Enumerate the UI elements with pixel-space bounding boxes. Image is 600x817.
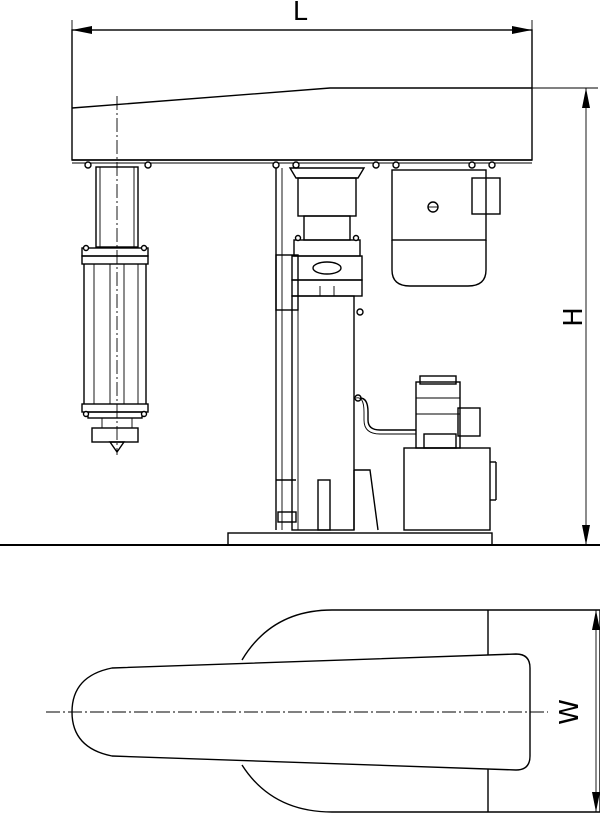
main-motor <box>391 169 501 287</box>
shaft-assembly <box>81 96 149 455</box>
height-dimension: H <box>490 87 598 546</box>
width-label: W <box>555 699 585 725</box>
hydraulic-station <box>355 375 497 531</box>
length-dimension: L <box>71 0 533 40</box>
length-label: L <box>293 0 308 27</box>
side-view: L H <box>0 0 600 546</box>
column-head <box>288 167 366 297</box>
top-view: W <box>46 609 600 813</box>
height-label: H <box>559 307 589 327</box>
base-plate <box>0 532 600 546</box>
lift-column <box>275 168 379 531</box>
width-dimension: W <box>555 610 600 812</box>
top-beam <box>71 29 533 169</box>
base-footprint <box>241 609 600 813</box>
